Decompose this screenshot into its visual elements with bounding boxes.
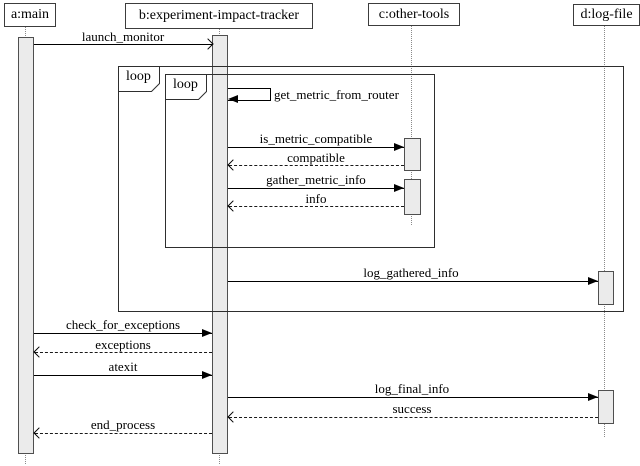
message-end-process-line bbox=[35, 433, 212, 434]
message-success-label: success bbox=[392, 401, 432, 416]
message-self-loopback-line bbox=[228, 88, 271, 101]
arrowhead-open-left-icon bbox=[33, 427, 45, 439]
activation-c-2 bbox=[404, 179, 421, 215]
message-is-metric-compatible-line bbox=[228, 147, 404, 148]
arrowhead-open-left-icon bbox=[227, 411, 239, 423]
arrowhead-filled-right-icon bbox=[588, 277, 598, 285]
arrowhead-filled-right-icon bbox=[588, 393, 598, 401]
arrowhead-filled-right-icon bbox=[394, 143, 404, 151]
actor-b-experiment-impact-tracker: b:experiment-impact-tracker bbox=[125, 3, 313, 29]
message-atexit-label: atexit bbox=[108, 359, 138, 374]
loop-fragment-inner bbox=[165, 74, 435, 248]
message-info-label: info bbox=[305, 191, 327, 206]
message-is-metric-compatible-label: is_metric_compatible bbox=[259, 131, 373, 146]
activation-b bbox=[212, 35, 228, 454]
message-gather-metric-info-line bbox=[228, 188, 404, 189]
arrowhead-open-left-icon bbox=[33, 346, 45, 358]
message-success-line bbox=[229, 417, 598, 418]
message-check-for-exceptions-label: check_for_exceptions bbox=[65, 317, 181, 332]
loop-operator-inner-label: loop bbox=[173, 77, 198, 92]
loop-operator-outer-label: loop bbox=[126, 69, 151, 84]
message-log-gathered-info-label: log_gathered_info bbox=[363, 265, 459, 280]
arrowhead-filled-right-icon bbox=[202, 371, 212, 379]
message-end-process-label: end_process bbox=[90, 417, 156, 432]
message-log-gathered-info-line bbox=[228, 281, 598, 282]
message-atexit-line bbox=[34, 375, 212, 376]
loop-fragment-outer bbox=[118, 66, 624, 312]
message-check-for-exceptions-line bbox=[34, 333, 212, 334]
message-gather-metric-info-label: gather_metric_info bbox=[266, 172, 366, 187]
activation-a bbox=[18, 37, 34, 454]
actor-c-other-tools: c:other-tools bbox=[368, 3, 460, 26]
activation-d-2 bbox=[598, 390, 614, 424]
message-exceptions-line bbox=[35, 352, 212, 353]
actor-b-label: b:experiment-impact-tracker bbox=[138, 8, 300, 23]
message-launch-monitor-line bbox=[34, 44, 212, 45]
arrowhead-filled-left-icon bbox=[228, 95, 238, 103]
actor-c-label: c:other-tools bbox=[378, 6, 450, 22]
actor-d-label: d:log-file bbox=[580, 7, 633, 22]
actor-d-log-file: d:log-file bbox=[573, 4, 640, 26]
message-get-metric-from-router-label: get_metric_from_router bbox=[274, 87, 399, 102]
message-info-line bbox=[229, 206, 404, 207]
loop-operator-inner-shape bbox=[165, 74, 207, 100]
message-launch-monitor-label: launch_monitor bbox=[81, 29, 165, 44]
arrowhead-filled-right-icon bbox=[202, 329, 212, 337]
message-compatible-label: compatible bbox=[287, 150, 345, 165]
message-log-final-info-line bbox=[228, 397, 598, 398]
activation-d-1 bbox=[598, 271, 614, 305]
arrowhead-filled-right-icon bbox=[394, 184, 404, 192]
loop-operator-outer-shape bbox=[118, 66, 160, 92]
actor-a-main: a:main bbox=[4, 3, 56, 27]
message-compatible-line bbox=[229, 165, 404, 166]
message-exceptions-label: exceptions bbox=[95, 337, 151, 352]
message-log-final-info-label: log_final_info bbox=[374, 381, 450, 396]
lifeline-c bbox=[411, 24, 412, 225]
lifeline-d bbox=[604, 24, 605, 437]
activation-c-1 bbox=[404, 138, 421, 171]
actor-a-label: a:main bbox=[10, 7, 50, 22]
